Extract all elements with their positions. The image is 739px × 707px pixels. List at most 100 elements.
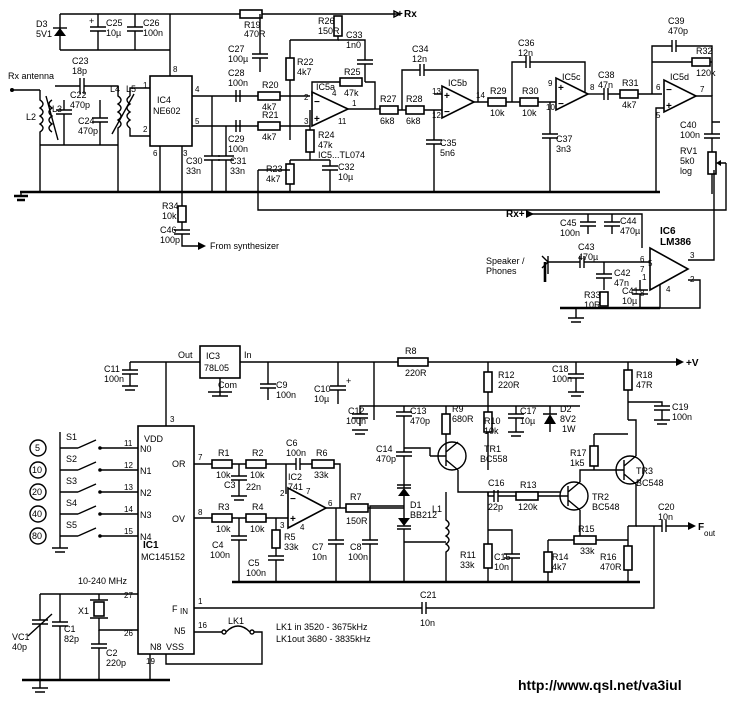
svg-text:C7: C7 [312,542,324,552]
svg-text:N2: N2 [140,488,152,498]
svg-text:16: 16 [198,621,207,630]
svg-text:470p: 470p [376,454,396,464]
lk1-in-note: LK1 in 3520 - 3675kHz [276,622,368,632]
resistor-r7: R7 150R [345,492,369,526]
svg-text:C23: C23 [72,56,89,66]
svg-text:100p: 100p [160,235,180,245]
svg-text:40: 40 [32,509,42,519]
svg-text:C32: C32 [338,162,355,172]
switch-s3[interactable]: 20 S3 13 N2 [29,476,152,501]
svg-text:MC145152: MC145152 [141,552,185,562]
capacitor-c33: C33 1n0 [338,30,373,82]
svg-text:N0: N0 [140,444,152,454]
resistor-r17: R17 1k5 [570,433,628,470]
svg-text:IN: IN [180,607,188,616]
capacitor-c20: C20 10n [636,502,696,532]
resistor-r2: R2 10k [245,448,267,480]
svg-text:10k: 10k [216,470,231,480]
capacitor-c17: C17 10µ [508,406,537,437]
svg-text:S2: S2 [66,454,77,464]
rx-plus-label: Rx+ [506,209,525,220]
capacitor-c14: C14 470p [376,440,412,480]
capacitor-c26: C26 100n [127,14,163,50]
svg-text:100µ: 100µ [228,54,248,64]
capacitor-c34: C34 12n [412,44,429,76]
svg-text:10µ: 10µ [622,296,637,306]
svg-text:5V1: 5V1 [36,29,52,39]
ic4-ne602: IC4 NE602 8 4 5 6 1 2 3 [143,65,200,158]
svg-text:10µ: 10µ [106,28,121,38]
svg-text:100n: 100n [210,550,230,560]
capacitor-c11: C11 100n [104,362,138,391]
svg-text:14: 14 [124,505,133,514]
svg-text:C34: C34 [412,44,429,54]
from-synthesizer-label: From synthesizer [210,241,279,251]
capacitor-c19: C19 100n [628,401,692,425]
switch-s2[interactable]: 10 S2 12 N1 [29,454,152,479]
resistor-r10: R10 10k [483,406,501,470]
capacitor-c3: C3 22n [224,475,261,501]
svg-text:TR1: TR1 [484,444,501,454]
svg-text:C38: C38 [598,70,615,80]
resistor-r25: R25 47k [339,67,363,98]
capacitor-c30: C30 33n [186,96,220,192]
svg-text:12: 12 [124,461,133,470]
svg-text:10k: 10k [484,426,499,436]
svg-text:1W: 1W [562,424,576,434]
svg-text:LM386: LM386 [660,237,692,248]
resistor-r29: R29 10k [487,86,507,118]
switch-s5[interactable]: 80 S5 15 N4 [29,520,152,545]
capacitor-c39: C39 470p [668,16,688,52]
resistor-r1: R1 10k [211,448,233,480]
svg-text:R26: R26 [318,16,335,26]
svg-text:F: F [172,604,178,614]
svg-text:X1: X1 [78,606,89,616]
link-lk1[interactable]: LK1 [165,616,263,665]
svg-text:R33: R33 [584,290,601,300]
svg-text:470p: 470p [410,416,430,426]
svg-text:120k: 120k [518,502,538,512]
capacitor-c9: C9 100n [260,362,296,400]
svg-text:D3: D3 [36,19,48,29]
svg-text:4k7: 4k7 [552,562,567,572]
svg-text:4: 4 [332,89,337,98]
svg-text:TR3: TR3 [636,466,653,476]
svg-text:N1: N1 [140,466,152,476]
svg-text:4k7: 4k7 [262,102,277,112]
svg-text:R12: R12 [498,370,515,380]
svg-text:R31: R31 [622,78,639,88]
svg-text:R32: R32 [696,46,713,56]
svg-text:470µ: 470µ [620,226,640,236]
capacitor-c35: C35 5n6 [426,110,457,192]
svg-text:S3: S3 [66,476,77,486]
svg-text:10µ: 10µ [520,416,535,426]
svg-text:26: 26 [124,629,133,638]
svg-text:R16: R16 [600,552,617,562]
transistor-tr2: TR2 BC548 [559,481,620,512]
svg-text:RV1: RV1 [680,146,697,156]
svg-text:C1: C1 [64,624,76,634]
inductor-l1: L1 [432,492,450,582]
svg-text:2: 2 [143,125,148,134]
svg-text:10µ: 10µ [338,172,353,182]
svg-text:C10: C10 [314,384,331,394]
capacitor-c46: C46 100p [160,225,206,250]
svg-text:C6: C6 [286,438,298,448]
svg-text:C45: C45 [560,218,577,228]
svg-text:R21: R21 [262,110,279,120]
opamp-ic5c: + − IC5c 9 10 8 [546,72,595,112]
svg-text:741: 741 [288,482,303,492]
svg-text:10k: 10k [162,211,177,221]
svg-text:8: 8 [173,65,178,74]
svg-text:1: 1 [352,99,357,108]
svg-text:R34: R34 [162,201,179,211]
switch-s1[interactable]: 5 S1 11 N0 [29,432,152,457]
ic1-mc145152: VDD OR OV IC1 MC145152 F IN N5 N8 VSS 3 … [124,415,207,666]
capacitor-c27: C27 100µ [228,14,268,72]
svg-text:+: + [290,514,296,525]
svg-text:TR2: TR2 [592,492,609,502]
svg-text:−: − [290,494,296,505]
svg-text:22n: 22n [246,482,261,492]
switch-s4[interactable]: 40 S4 14 N3 [29,498,152,523]
capacitor-c10: + C10 10µ [314,362,351,404]
